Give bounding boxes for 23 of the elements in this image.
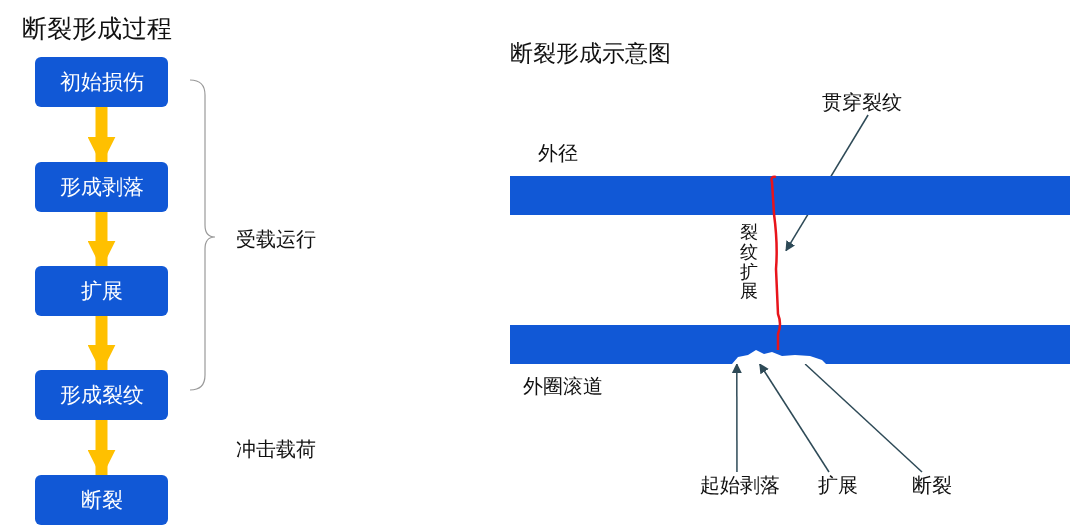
annotation-text: 受载运行: [236, 226, 316, 253]
ring-label: 外径: [538, 140, 578, 167]
process-box: 形成裂纹: [35, 370, 168, 420]
leader-arrow: [759, 363, 830, 473]
callout-text: 扩展: [818, 472, 858, 499]
heading: 断裂形成示意图: [510, 39, 671, 68]
process-box: 扩展: [35, 266, 168, 316]
process-box: 初始损伤: [35, 57, 168, 107]
process-box: 断裂: [35, 475, 168, 525]
block-arrow: [87, 420, 116, 478]
leader-line: [804, 363, 923, 473]
block-arrow: [87, 212, 116, 269]
ring-label: 外圈滚道: [523, 373, 603, 400]
callout-text: 断裂: [912, 472, 952, 499]
crack-caption: 裂纹扩展: [740, 222, 758, 302]
process-box: 形成剥落: [35, 162, 168, 212]
annotation-text: 冲击载荷: [236, 436, 316, 463]
callout-text: 贯穿裂纹: [822, 89, 902, 116]
heading: 断裂形成过程: [22, 13, 172, 45]
leader-arrow: [731, 363, 742, 473]
block-arrow: [87, 316, 116, 373]
block-arrow: [87, 107, 116, 165]
callout-text: 起始剥落: [700, 472, 780, 499]
